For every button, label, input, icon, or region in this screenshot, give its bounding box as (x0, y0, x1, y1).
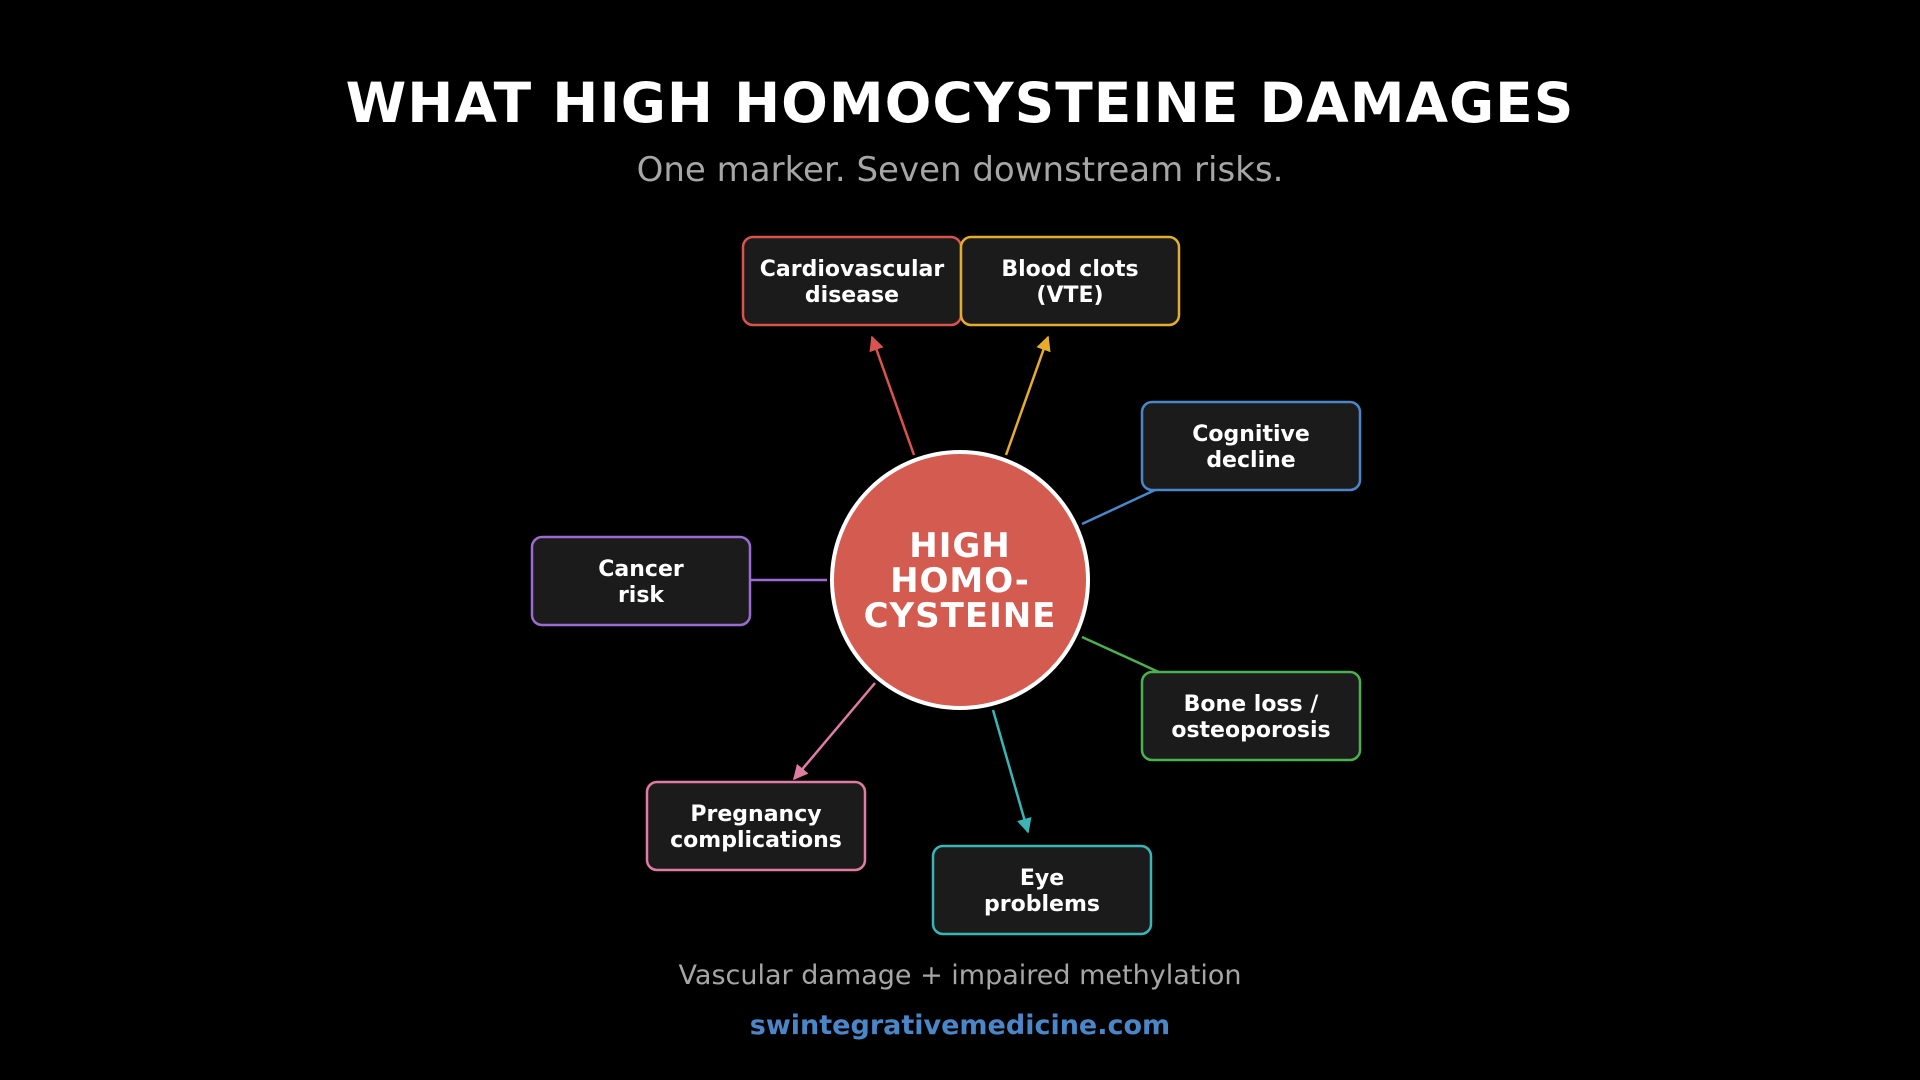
risk-node-box (931, 844, 1153, 936)
footer-note: Vascular damage + impaired methylation (678, 960, 1242, 991)
risk-node-label: risk (618, 583, 665, 608)
risk-node-label: Pregnancy (690, 802, 821, 827)
risk-node-label: Eye (1020, 866, 1064, 891)
hub-label: HOMO- (890, 561, 1030, 601)
arrow-to-blood-clots (1004, 335, 1051, 456)
page-subtitle: One marker. Seven downstream risks. (636, 150, 1284, 190)
risk-node-label: Cardiovascular (760, 257, 945, 282)
hub-circle (830, 450, 1090, 710)
risk-node-label: problems (984, 892, 1100, 917)
footer-url-link[interactable]: swintegrativemedicine.com (749, 1010, 1171, 1041)
risk-node-label: disease (805, 283, 899, 308)
arrow-to-eye (991, 709, 1032, 834)
hub-label: HIGH (909, 526, 1010, 566)
risk-node-box (645, 780, 867, 872)
risk-node-box (959, 235, 1181, 327)
risk-node-box (530, 535, 752, 627)
hub-label: CYSTEINE (864, 596, 1057, 636)
risk-node-label: (VTE) (1036, 283, 1103, 308)
risk-node-bone[interactable]: Bone loss /osteoporosis (1140, 670, 1362, 762)
arrow-to-pregnancy (793, 682, 876, 781)
risk-node-blood-clots[interactable]: Blood clots(VTE) (959, 235, 1181, 327)
risk-node-label: Blood clots (1001, 257, 1138, 282)
risk-node-box (1140, 400, 1362, 492)
risk-node-label: Cancer (598, 557, 684, 582)
arrow-to-cardiovascular (869, 335, 916, 456)
risk-node-box (1140, 670, 1362, 762)
page-title: WHAT HIGH HOMOCYSTEINE DAMAGES (345, 71, 1575, 135)
risk-node-label: Cognitive (1192, 422, 1310, 447)
risk-node-label: osteoporosis (1171, 718, 1330, 743)
risk-node-label: Bone loss / (1184, 692, 1320, 717)
risk-node-label: complications (670, 828, 842, 853)
risk-node-label: decline (1206, 448, 1295, 473)
